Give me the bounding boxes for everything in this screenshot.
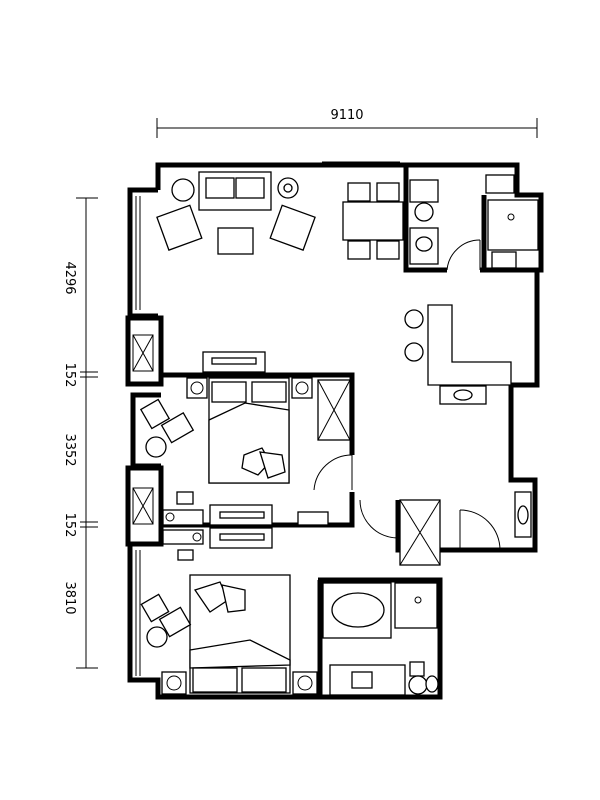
bedroom-2-furniture bbox=[140, 499, 441, 695]
dining-table bbox=[342, 201, 404, 241]
windows bbox=[132, 161, 400, 676]
top-dimension: 9110 bbox=[156, 108, 538, 138]
dimension-152-b: 152 bbox=[62, 513, 77, 538]
bathroom-top bbox=[409, 179, 539, 269]
armchair bbox=[156, 204, 203, 251]
bathroom-bottom bbox=[322, 582, 439, 696]
dimension-total-width: 9110 bbox=[330, 108, 363, 123]
dimension-152-a: 152 bbox=[62, 363, 77, 388]
doors bbox=[313, 239, 501, 551]
bedroom-1-furniture bbox=[139, 351, 351, 526]
side-table bbox=[171, 178, 195, 202]
dimension-3810: 3810 bbox=[62, 581, 77, 614]
dimension-4296: 4296 bbox=[62, 261, 77, 294]
left-dimension: 4296 152 3352 152 3810 bbox=[62, 197, 98, 669]
bar-counter bbox=[427, 304, 512, 386]
dimension-3352: 3352 bbox=[62, 433, 77, 466]
armchair bbox=[269, 204, 316, 251]
coffee-table bbox=[217, 227, 254, 255]
walls bbox=[125, 162, 544, 700]
kitchen-furniture bbox=[404, 174, 532, 538]
living-room-furniture bbox=[156, 171, 404, 260]
